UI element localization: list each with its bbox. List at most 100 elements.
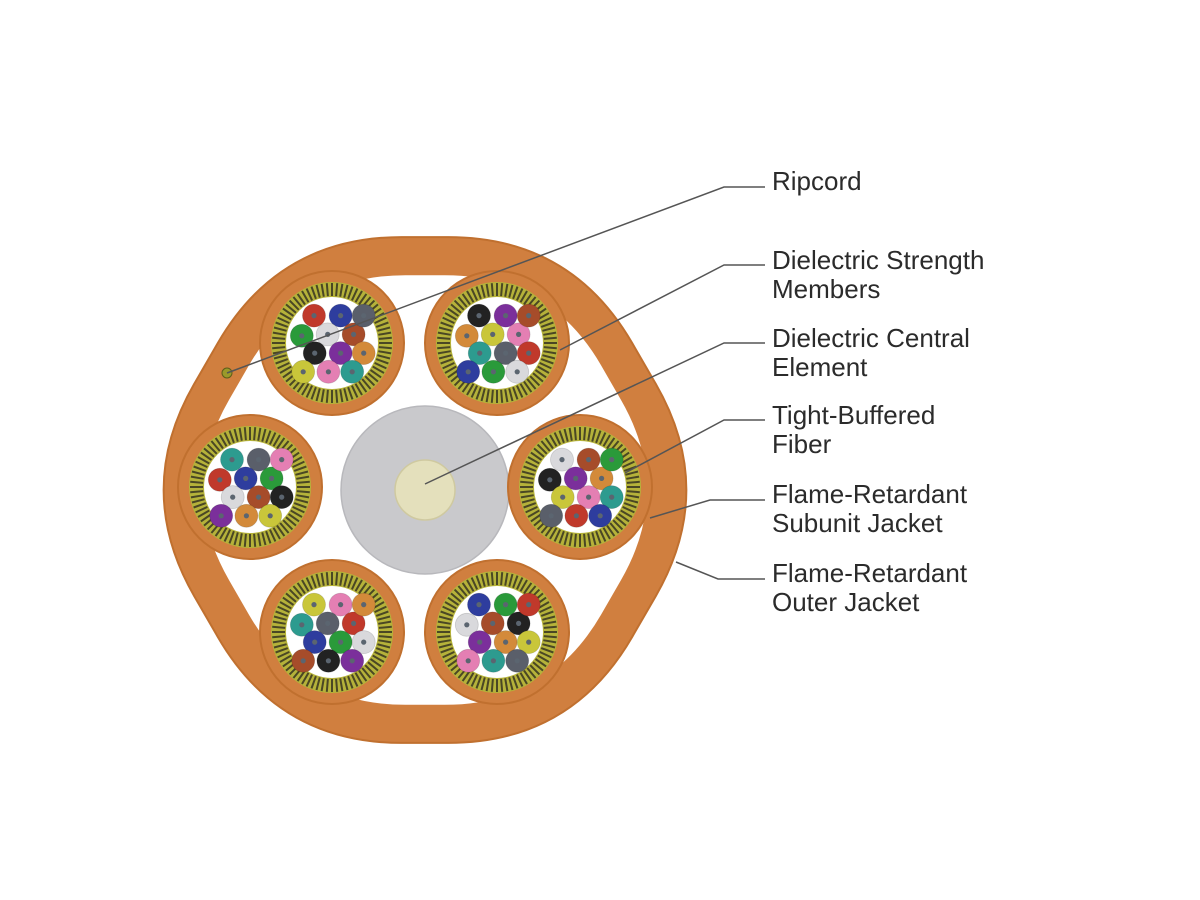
strength-yarn: [268, 432, 277, 445]
strength-yarn: [275, 358, 289, 365]
strength-yarn: [622, 460, 635, 469]
strength-yarn: [293, 502, 307, 509]
strength-yarn: [374, 650, 387, 659]
strength-yarn: [288, 299, 300, 311]
strength-yarn: [193, 465, 207, 472]
strength-yarn: [542, 643, 556, 649]
strength-yarn: [543, 331, 557, 336]
strength-yarn: [540, 358, 554, 365]
fiber-core: [279, 457, 285, 463]
strength-yarn: [440, 647, 454, 654]
strength-yarn: [375, 647, 389, 654]
strength-yarn: [523, 380, 533, 393]
strength-yarn: [457, 585, 468, 597]
strength-yarn: [354, 290, 363, 303]
strength-yarn: [292, 585, 303, 597]
strength-yarn: [206, 443, 218, 455]
strength-yarn: [583, 427, 587, 441]
strength-yarn: [253, 533, 257, 547]
strength-yarn: [470, 577, 479, 590]
strength-yarn: [504, 678, 509, 692]
strength-yarn: [378, 336, 392, 340]
fiber-core: [597, 513, 603, 519]
strength-yarn: [335, 678, 339, 692]
strength-yarn: [233, 428, 239, 442]
leader-subunit-jacket: [649, 499, 765, 519]
strength-yarn: [500, 678, 504, 692]
label-dielectric-strength-members-line1: Dielectric Strength: [772, 245, 985, 275]
strength-yarn: [466, 579, 475, 592]
strength-yarn: [287, 513, 300, 523]
fiber-core: [490, 658, 496, 664]
strength-yarn: [277, 361, 290, 370]
strength-yarn: [367, 661, 379, 672]
subunit: [259, 559, 405, 705]
strength-yarn: [378, 620, 392, 625]
strength-yarn: [214, 437, 224, 450]
fiber-core: [503, 313, 509, 319]
strength-yarn: [374, 361, 387, 370]
strength-yarn: [612, 519, 624, 531]
strength-yarn: [301, 383, 310, 396]
strength-yarn: [606, 524, 616, 537]
fiber-core: [269, 475, 275, 481]
strength-yarn: [598, 529, 607, 542]
strength-yarn: [339, 572, 344, 586]
fiber-core: [361, 313, 367, 319]
label-dielectric-strength-members-line2: Members: [772, 274, 881, 304]
label-tight-buffered-fiber-line2: Fiber: [772, 429, 832, 459]
strength-yarn: [504, 572, 509, 586]
strength-yarn: [350, 288, 359, 301]
strength-yarn: [504, 283, 509, 297]
fiber-core: [526, 639, 532, 645]
strength-yarn: [475, 675, 482, 689]
strength-yarn: [444, 365, 457, 374]
strength-yarn: [275, 321, 289, 328]
strength-yarn: [347, 386, 354, 400]
strength-yarn: [520, 494, 534, 499]
strength-yarn: [325, 678, 329, 692]
strength-yarn: [466, 383, 475, 396]
strength-yarn: [537, 654, 550, 663]
strength-yarn: [358, 582, 368, 595]
strength-yarn: [315, 677, 321, 691]
strength-yarn: [540, 440, 551, 452]
strength-yarn: [339, 678, 344, 692]
strength-yarn: [543, 625, 557, 629]
strength-yarn: [277, 605, 290, 614]
strength-yarn: [525, 460, 538, 469]
strength-yarn: [261, 428, 267, 442]
strength-yarn: [372, 365, 385, 374]
strength-yarn: [292, 505, 305, 514]
strength-yarn: [350, 674, 359, 687]
strength-yarn: [437, 350, 451, 355]
strength-yarn: [591, 532, 597, 546]
strength-yarn: [470, 288, 479, 301]
strength-yarn: [529, 664, 541, 676]
fiber-core: [349, 658, 355, 664]
fiber-core: [516, 620, 522, 627]
fiber-core: [547, 477, 553, 483]
strength-yarn: [335, 572, 339, 586]
strength-yarn: [442, 605, 455, 614]
strength-yarn: [285, 592, 297, 603]
strength-yarn: [305, 674, 314, 687]
strength-yarn: [210, 440, 221, 452]
strength-yarn: [296, 293, 306, 306]
fiber-core: [349, 369, 355, 375]
strength-yarn: [277, 316, 290, 325]
strength-yarn: [378, 346, 392, 350]
strength-yarn: [490, 389, 494, 403]
strength-yarn: [504, 389, 509, 403]
strength-yarn: [378, 639, 392, 644]
subunit: [177, 414, 323, 560]
strength-yarn: [447, 307, 460, 317]
strength-yarn: [438, 643, 452, 649]
strength-yarn: [282, 596, 295, 606]
strength-yarn: [375, 610, 389, 617]
strength-yarn: [228, 530, 235, 544]
strength-yarn: [461, 582, 471, 595]
strength-yarn: [543, 635, 557, 639]
strength-yarn: [354, 579, 363, 592]
strength-yarn: [525, 505, 538, 514]
